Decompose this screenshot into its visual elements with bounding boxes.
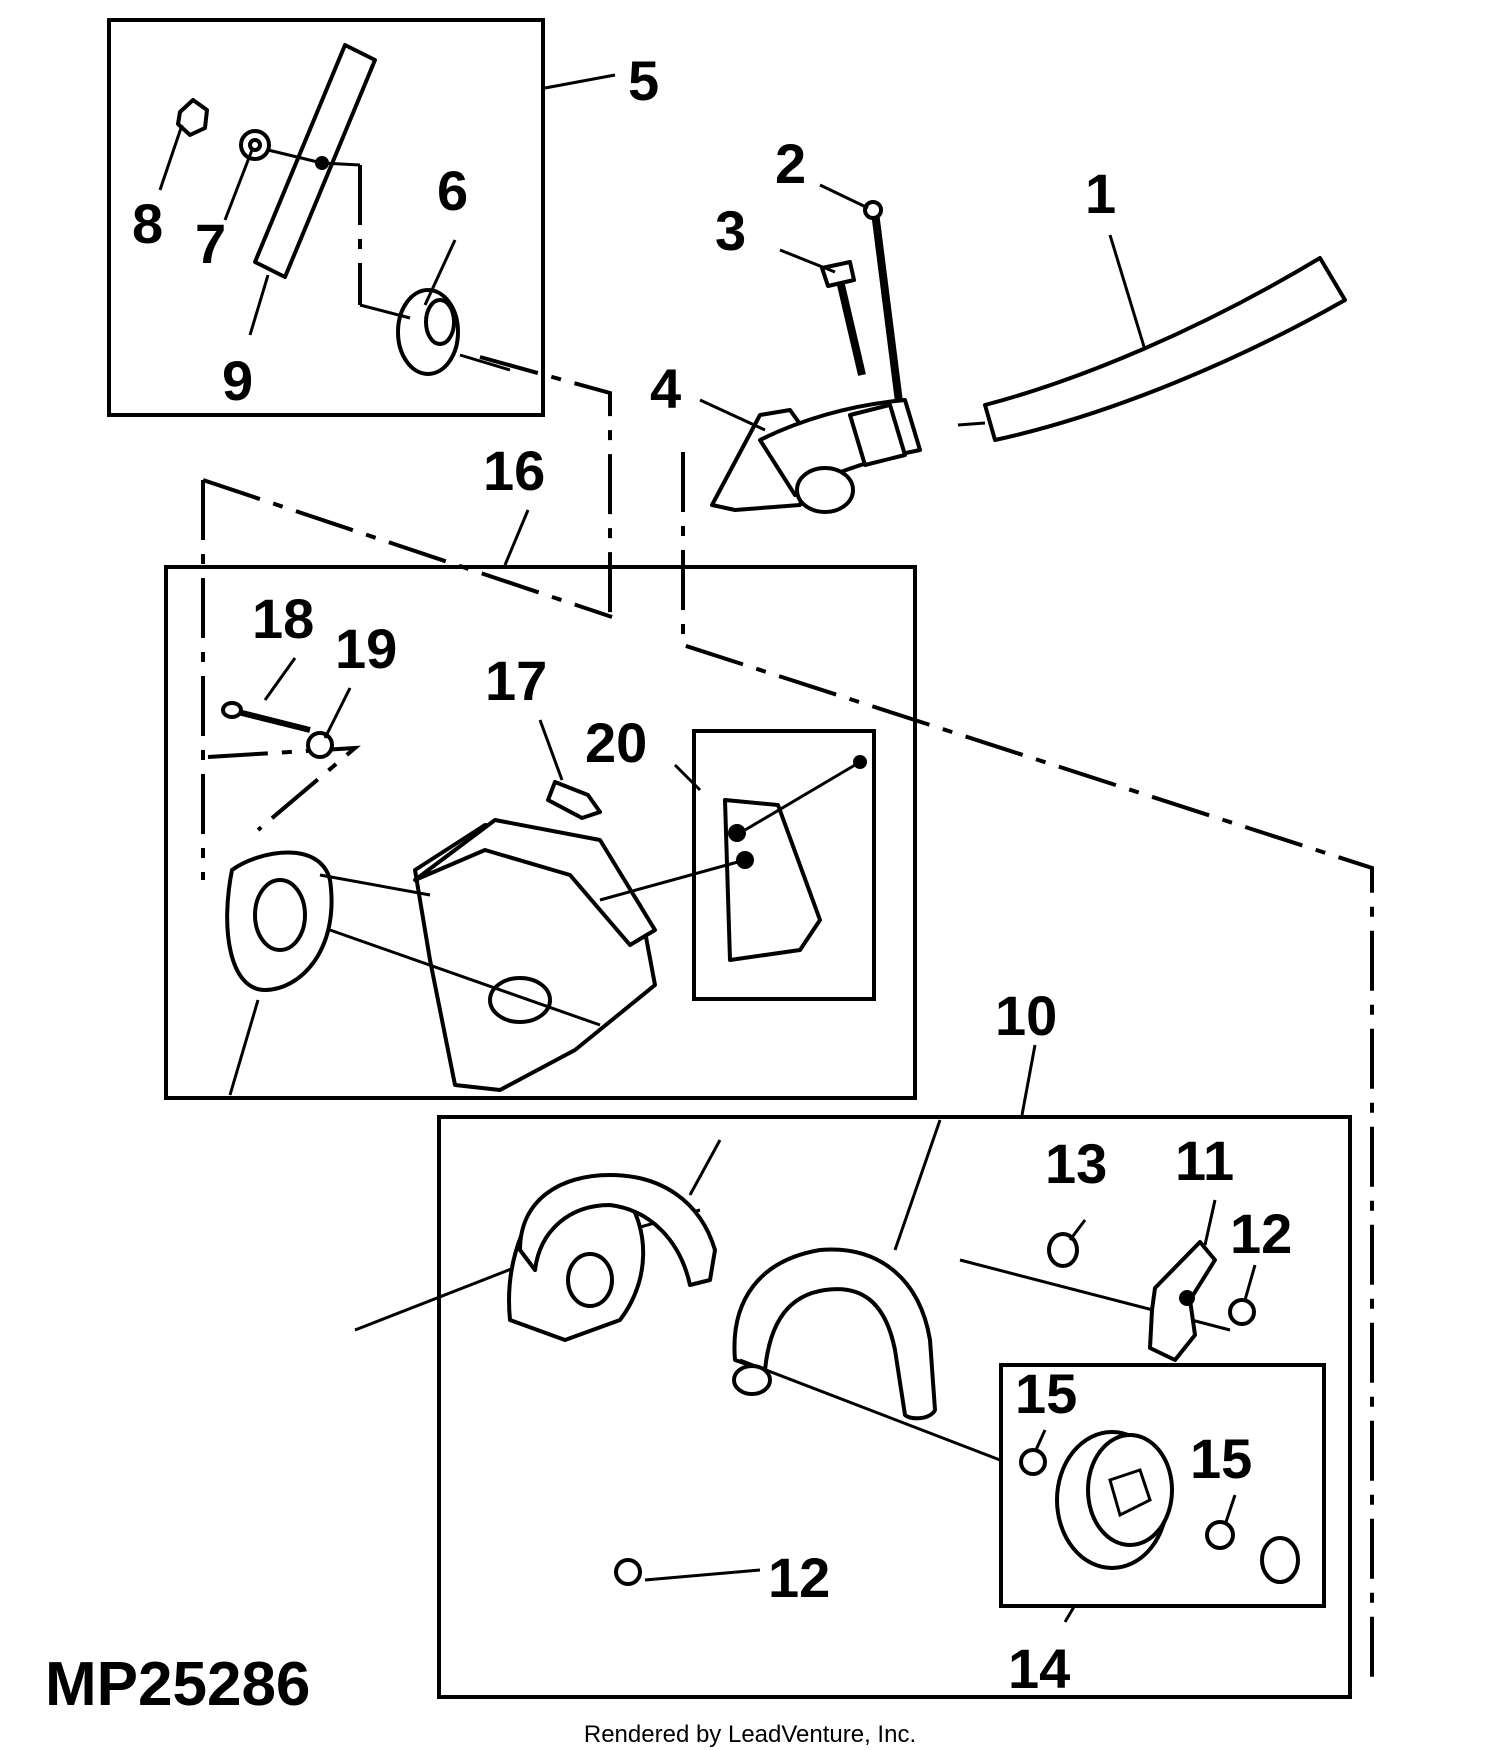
- callout-10: 10: [995, 984, 1057, 1047]
- part-7-washer: [239, 129, 323, 165]
- part-1-handle: [957, 256, 1347, 442]
- callout-16: 16: [483, 439, 545, 502]
- callout-6: 6: [437, 159, 468, 222]
- callout-1: 1: [1085, 162, 1116, 225]
- callout-12b: 12: [768, 1546, 830, 1609]
- callout-12a: 12: [1230, 1202, 1292, 1265]
- box-10: [437, 1115, 1352, 1699]
- part-17-pin: [546, 780, 602, 820]
- callout-18: 18: [252, 587, 314, 650]
- box-20: [692, 729, 876, 1001]
- part-16-housing: [225, 818, 657, 1092]
- part-11-bracket: [1148, 1240, 1217, 1362]
- callout-9: 9: [222, 349, 253, 412]
- part-18-screw: [221, 701, 311, 733]
- callout-3: 3: [715, 199, 746, 262]
- part-2-bolt: [863, 200, 904, 411]
- part-3-bolt: [820, 260, 866, 376]
- leader-lines: [158, 73, 1257, 1623]
- part-19-washer: [306, 731, 334, 759]
- callout-2: 2: [775, 132, 806, 195]
- callout-13: 13: [1045, 1132, 1107, 1195]
- part-12a-nut: [1228, 1298, 1256, 1326]
- figure-id: MP25286: [45, 1650, 310, 1719]
- callout-8: 8: [132, 192, 163, 255]
- box-5: [107, 18, 545, 417]
- callout-15a: 15: [1015, 1362, 1077, 1425]
- callout-19: 19: [335, 617, 397, 680]
- part-14-wheel: [1055, 1430, 1300, 1584]
- part-15b-washer: [1205, 1520, 1235, 1550]
- part-15a-washer: [1019, 1448, 1047, 1476]
- part-13-washer: [1047, 1232, 1079, 1268]
- part-8-nut: [176, 98, 209, 137]
- box-14: [999, 1363, 1326, 1608]
- callout-14: 14: [1008, 1637, 1070, 1700]
- callout-20: 20: [585, 711, 647, 774]
- callout-5: 5: [628, 49, 659, 112]
- callout-15b: 15: [1190, 1427, 1252, 1490]
- part-10-housing: [507, 1173, 1231, 1462]
- part-6-wheel: [321, 161, 511, 376]
- callout-17: 17: [485, 649, 547, 712]
- part-20-deflector: [599, 755, 867, 962]
- part-4-elbow: [710, 398, 922, 514]
- callout-7: 7: [195, 212, 226, 275]
- part-12b-nut: [614, 1558, 761, 1586]
- callout-4: 4: [650, 357, 681, 420]
- box-16: [164, 565, 917, 1100]
- footer-credit: Rendered by LeadVenture, Inc.: [584, 1721, 916, 1748]
- callout-11: 11: [1175, 1129, 1234, 1192]
